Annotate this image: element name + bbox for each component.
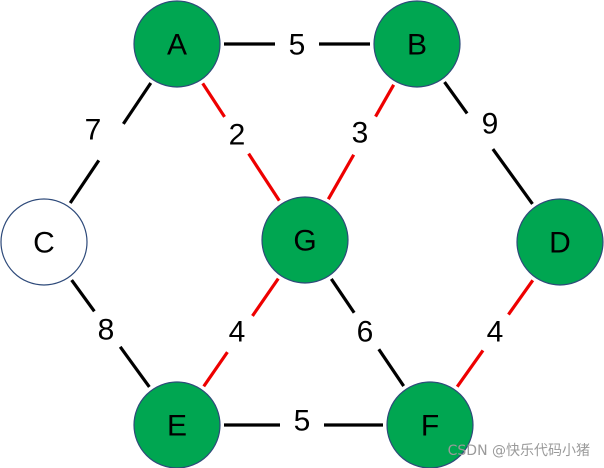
- edge-weight-a-b: 5: [289, 29, 306, 62]
- node-b-circle: [373, 0, 461, 88]
- edge-weight-c-e: 8: [98, 314, 115, 347]
- edges-layer: 5 7 2 3 9 8 4 6 5 4: [68, 29, 535, 438]
- node-d-circle: [516, 198, 604, 286]
- edge-weight-b-g: 3: [352, 117, 369, 150]
- edge-g-f-segment-1: [329, 278, 356, 314]
- edge-weight-g-f: 6: [357, 316, 374, 349]
- node-c-label: C: [33, 227, 55, 260]
- node-d: D: [516, 198, 604, 286]
- node-a: A: [133, 0, 221, 88]
- node-c: C: [0, 198, 88, 286]
- edge-g-f-segment-2: [377, 348, 406, 387]
- edge-weight-e-f: 5: [294, 405, 311, 438]
- node-f-label: F: [421, 410, 439, 443]
- node-a-circle: [133, 0, 221, 88]
- edge-weight-d-f: 4: [487, 316, 504, 349]
- node-e: E: [133, 381, 221, 468]
- edge-b-d-segment-1: [443, 81, 469, 115]
- edge-weight-a-g: 2: [229, 119, 246, 152]
- edge-c-e-segment-1: [70, 279, 96, 313]
- node-f: F: [386, 381, 474, 468]
- node-a-label: A: [167, 29, 187, 62]
- node-d-label: D: [549, 227, 571, 260]
- edge-e-g-segment-2: [251, 277, 280, 317]
- edge-a-c-segment-2: [68, 159, 101, 204]
- edge-a-g-segment-1: [201, 82, 226, 118]
- edge-a-c-segment-1: [122, 82, 153, 125]
- edge-e-g-segment-1: [202, 351, 229, 388]
- edge-b-d-segment-2: [491, 148, 534, 205]
- watermark: CSDN @快乐代码小猪: [447, 443, 590, 459]
- edge-b-g-segment-1: [374, 84, 396, 118]
- node-b: B: [373, 0, 461, 88]
- edge-d-f-segment-2: [455, 349, 485, 388]
- edge-weight-b-d: 9: [482, 108, 499, 141]
- node-b-label: B: [407, 29, 427, 62]
- node-g-circle: [261, 196, 349, 284]
- edge-b-g-segment-2: [326, 153, 356, 200]
- edge-c-e-segment-2: [118, 345, 151, 388]
- edge-d-f-segment-1: [507, 279, 535, 316]
- node-e-label: E: [167, 410, 187, 443]
- node-g: G: [261, 196, 349, 284]
- node-e-circle: [133, 381, 221, 468]
- edge-weight-a-c: 7: [85, 114, 102, 147]
- node-c-circle: [0, 198, 88, 286]
- node-g-label: G: [293, 225, 316, 258]
- node-f-circle: [386, 381, 474, 468]
- edge-weight-e-g: 4: [229, 316, 246, 349]
- edge-a-g-segment-2: [247, 152, 281, 202]
